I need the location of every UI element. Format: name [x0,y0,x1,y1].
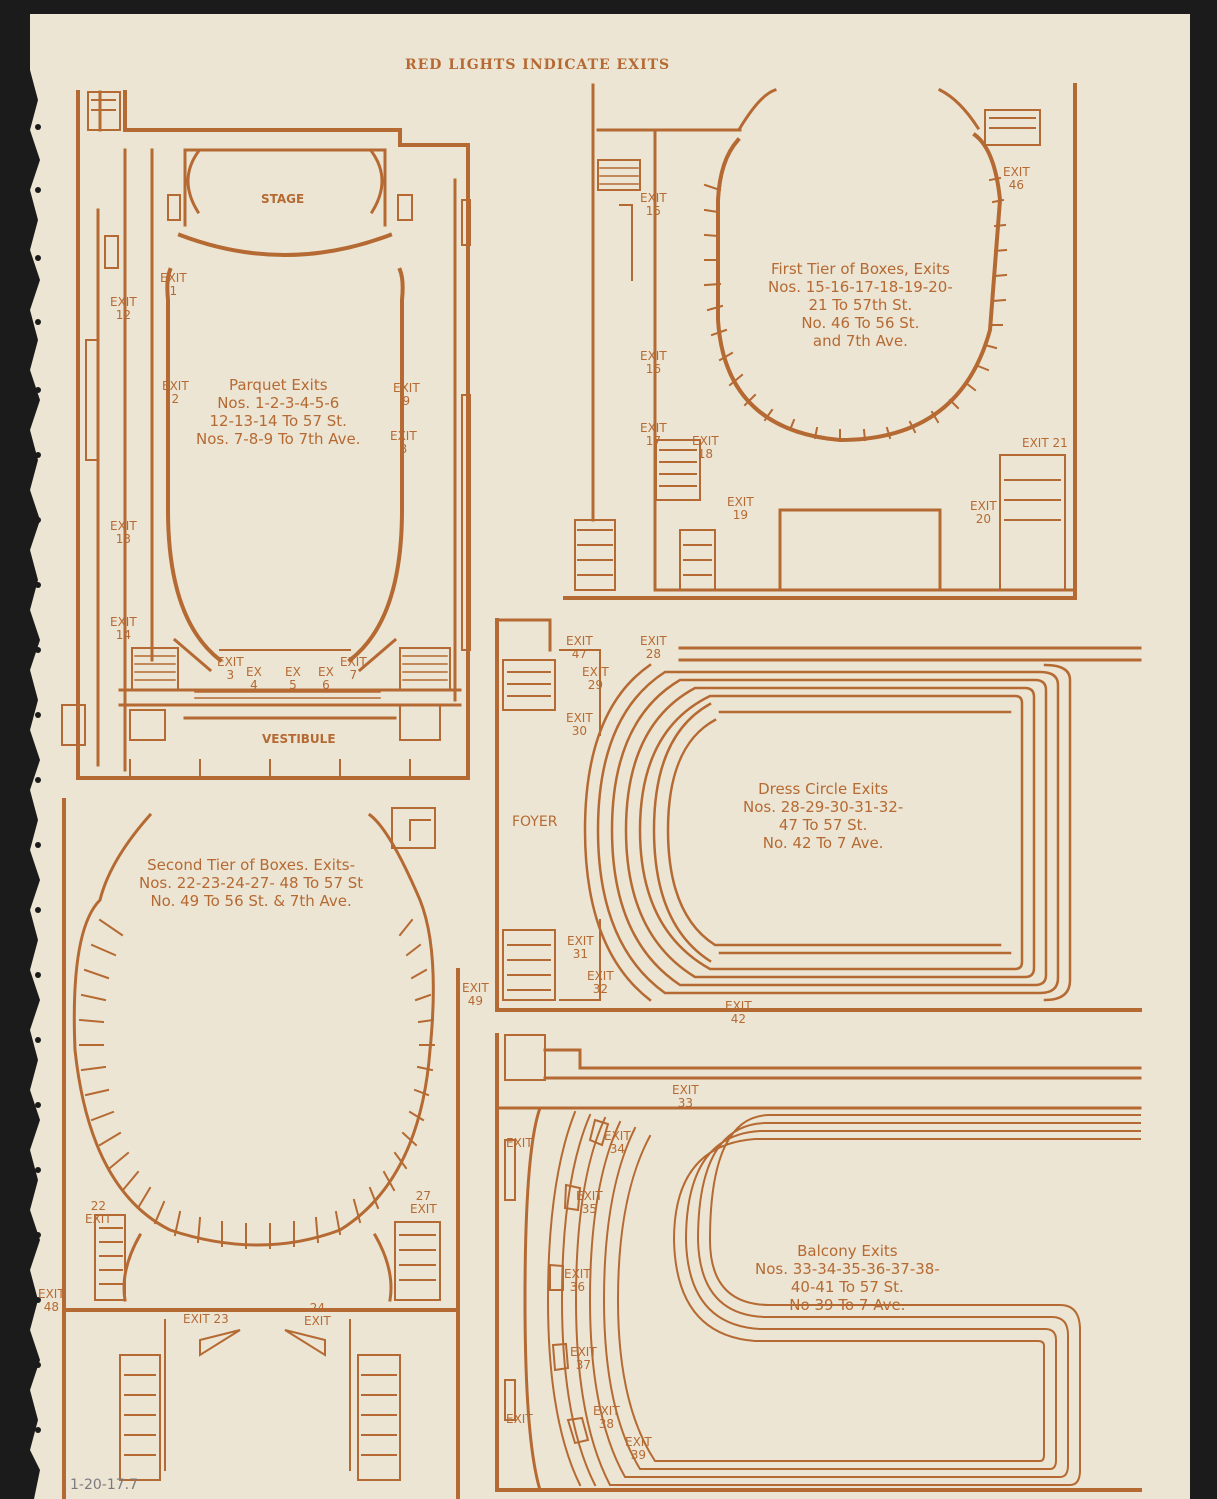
exit-16-label: EXIT 16 [640,349,667,376]
exit-34-label: EXIT 34 [604,1129,631,1156]
exit-19-label: EXIT 19 [727,495,754,522]
exit-3-label: EXIT 3 [217,655,244,682]
exit-37-label: EXIT 37 [570,1345,597,1372]
exit-35-label: EXIT 35 [576,1189,603,1216]
exit-49-label: EXIT 49 [462,981,489,1008]
second-tier-box-partitions [78,918,435,1249]
exit-46-label: EXIT 46 [1003,165,1030,192]
exit-36-label: EXIT 36 [564,1267,591,1294]
exit-27-label: 27 EXIT [410,1189,437,1216]
binding-holes [35,124,41,1433]
dress-circle-caption: Dress Circle Exits Nos. 28-29-30-31-32- … [743,780,904,852]
parquet-plan [61,90,471,780]
balcony-rows [546,1110,1141,1487]
exit-31-label: EXIT 31 [567,934,594,961]
exit-14-label: EXIT 14 [110,615,137,642]
exit-30-label: EXIT 30 [566,711,593,738]
exit-21-label: EXIT 21 [1022,436,1068,450]
exit-4-label: EX 4 [246,665,262,692]
stage-outline [183,148,387,227]
parquet-horseshoe [165,267,405,663]
page-heading: RED LIGHTS INDICATE EXITS [405,57,671,73]
exit-8-label: EXIT 8 [390,429,417,456]
second-tier-caption: Second Tier of Boxes. Exits- Nos. 22-23-… [139,856,364,910]
second-tier-plan [62,798,460,1499]
paper-sheet [30,14,1190,1499]
exit-28-label: EXIT 28 [640,634,667,661]
exit-33-label: EXIT 33 [672,1083,699,1110]
exit-13-label: EXIT 13 [110,519,137,546]
exit-39-label: EXIT 39 [625,1435,652,1462]
first-tier-box-partitions [703,176,1008,442]
exit-1-label: EXIT 1 [160,271,187,298]
exit-17-label: EXIT 17 [640,421,667,448]
exit-6-label: EX 6 [318,665,334,692]
exit-18-label: EXIT 18 [692,434,719,461]
exit-47-label: EXIT 47 [566,634,593,661]
exit-20-label: EXIT 20 [970,499,997,526]
exit-2-label: EXIT 2 [162,379,189,406]
exit-15-label: EXIT 15 [640,191,667,218]
exit-5-label: EX 5 [285,665,301,692]
exit-12-label: EXIT 12 [110,295,137,322]
parquet-caption: Parquet Exits Nos. 1-2-3-4-5-6 12-13-14 … [196,376,361,448]
dress-circle-plan [495,618,1142,1012]
exit-32-label: EXIT 32 [587,969,614,996]
exit-38-label: EXIT 38 [593,1404,620,1431]
balcony-caption: Balcony Exits Nos. 33-34-35-36-37-38- 40… [755,1242,940,1314]
exit-48-label: EXIT 48 [38,1287,65,1314]
dress-circle-rows [583,663,1072,1002]
vestibule-label: VESTIBULE [262,732,336,746]
exit-42-label: EXIT 42 [725,999,752,1026]
pencil-note: 1-20-17.7 [70,1477,138,1493]
exit-22-label: 22 EXIT [85,1199,112,1226]
exit-7-label: EXIT 7 [340,655,367,682]
foyer-label: FOYER [512,814,558,830]
exit-41-label: EXIT [506,1412,533,1426]
first-tier-caption: First Tier of Boxes, Exits Nos. 15-16-17… [768,260,953,350]
exit-40-label: EXIT [506,1136,533,1150]
second-tier-horseshoe [72,812,435,1247]
exit-9-label: EXIT 9 [393,381,420,408]
exit-24-label: 24 EXIT [304,1301,331,1328]
balcony-plan [495,1033,1142,1492]
exit-29-label: EXIT 29 [582,665,609,692]
stage-label: STAGE [261,192,305,206]
exit-23-label: EXIT 23 [183,1312,229,1326]
